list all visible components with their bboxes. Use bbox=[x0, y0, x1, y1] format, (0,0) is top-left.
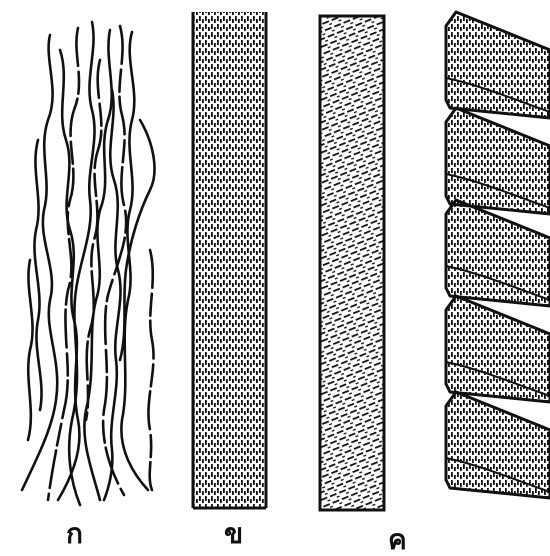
crimp-face bbox=[446, 200, 550, 306]
crimp-segment bbox=[446, 392, 550, 498]
crimp-face bbox=[446, 108, 550, 214]
fibril-strand bbox=[121, 32, 148, 490]
fibril-strand bbox=[28, 260, 33, 440]
fibril-strand bbox=[22, 35, 57, 490]
crimp-segment bbox=[446, 200, 550, 306]
panel-a-label: ก bbox=[66, 520, 83, 548]
diagonal-bundle-panel bbox=[320, 16, 384, 510]
fibril-strand bbox=[148, 250, 153, 490]
fibril-strand bbox=[34, 140, 41, 410]
loose-fibrils-panel bbox=[22, 22, 155, 505]
crimped-segments-panel bbox=[446, 12, 550, 498]
crimp-face bbox=[446, 12, 550, 118]
panel-b-label: ข bbox=[224, 520, 243, 548]
panel-c-label: ค bbox=[388, 526, 407, 554]
crimp-segment bbox=[446, 108, 550, 214]
fibril-strand bbox=[84, 30, 111, 500]
crimp-segment bbox=[446, 296, 550, 402]
parallel-bundle-panel bbox=[193, 12, 266, 508]
fibril-strand bbox=[104, 90, 121, 500]
crimp-segment bbox=[446, 12, 550, 118]
crimp-face bbox=[446, 392, 550, 498]
crimp-face bbox=[446, 296, 550, 402]
